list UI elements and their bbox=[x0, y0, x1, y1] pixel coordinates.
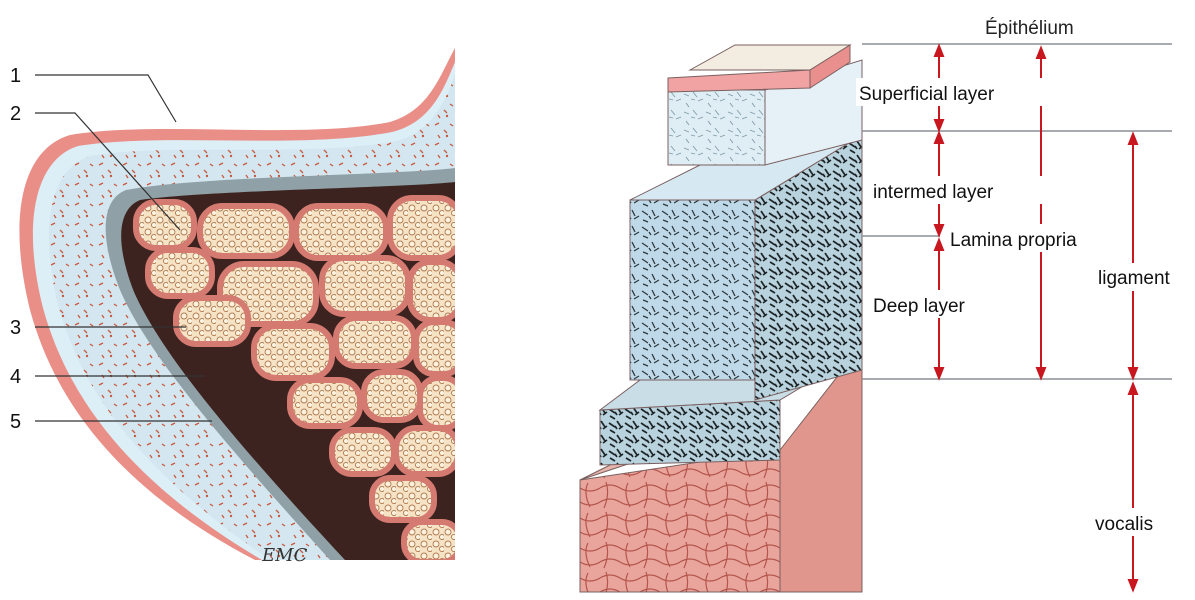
callout-3: 3 bbox=[10, 317, 21, 339]
label-superficial-layer: Superficial layer bbox=[859, 84, 995, 105]
label-lamina-propria: Lamina propria bbox=[950, 230, 1077, 251]
epithelium-slab-front bbox=[668, 70, 810, 92]
label-deep-layer: Deep layer bbox=[873, 296, 966, 317]
callout-5: 5 bbox=[10, 411, 21, 433]
label-intermediate-layer: intermed layer bbox=[873, 182, 994, 203]
callout-numbers: 1 2 3 4 5 bbox=[10, 65, 21, 433]
leader-line-1 bbox=[35, 75, 176, 122]
layer-block-illustration bbox=[580, 45, 862, 592]
label-ligament: ligament bbox=[1098, 268, 1171, 289]
emc-signature: EMC bbox=[261, 545, 308, 566]
deep-block-front bbox=[600, 400, 780, 465]
label-epithelium: Épithélium bbox=[985, 18, 1074, 39]
callout-1: 1 bbox=[10, 65, 21, 87]
vocalis-block-front bbox=[580, 450, 780, 592]
intermediate-block-front bbox=[630, 200, 755, 380]
callout-4: 4 bbox=[10, 366, 21, 388]
superficial-block-front bbox=[668, 90, 765, 165]
callout-2: 2 bbox=[10, 103, 21, 125]
label-vocalis: vocalis bbox=[1095, 514, 1153, 535]
layer-labels: Épithélium Superficial layer intermed la… bbox=[856, 18, 1195, 536]
